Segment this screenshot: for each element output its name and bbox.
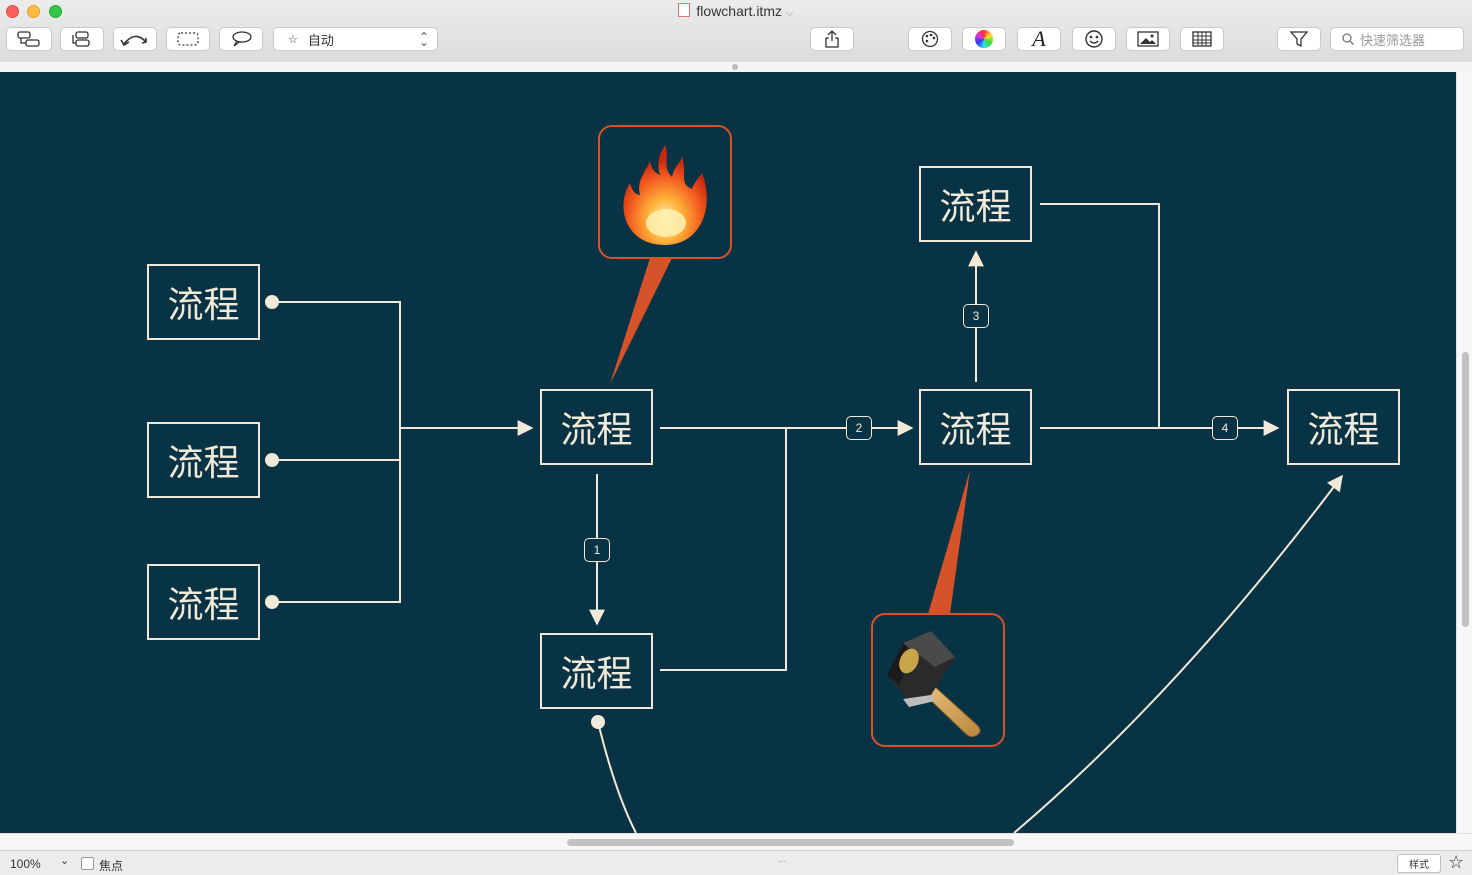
add-sibling-topic-button[interactable] — [60, 27, 104, 51]
mindmap-canvas[interactable]: 流程 流程 流程 流程 流程 流程 流程 流程 1 2 3 4 — [0, 72, 1456, 833]
callout-tail-hammer — [928, 470, 970, 614]
status-center-text: ... — [778, 854, 787, 865]
connector-curve-bottom — [597, 721, 637, 833]
updown-chevron-icon: ⌃⌄ — [418, 30, 429, 49]
add-child-topic-button[interactable] — [6, 27, 52, 51]
process-node-far-right[interactable]: 流程 — [1287, 389, 1400, 465]
filter-funnel-icon — [1289, 31, 1309, 48]
share-icon — [825, 30, 839, 48]
quick-filter-search[interactable]: 快速筛选器 — [1330, 27, 1464, 51]
resize-handle[interactable] — [732, 64, 738, 70]
theme-button[interactable] — [908, 27, 952, 51]
share-button[interactable] — [810, 27, 854, 51]
connection-label-3[interactable]: 3 — [963, 304, 989, 328]
connector-dot — [591, 715, 605, 729]
star-icon[interactable]: ☆ — [1448, 852, 1465, 872]
boundary-button[interactable] — [166, 27, 210, 51]
callout-tail-fire — [610, 258, 672, 384]
process-node-right-top[interactable]: 流程 — [919, 166, 1032, 242]
zoom-chevron-icon[interactable]: ⌄ — [60, 855, 70, 867]
minimize-button[interactable] — [27, 5, 40, 18]
font-a-icon: A — [1032, 26, 1046, 51]
connector-left-bracket — [272, 301, 401, 603]
search-icon — [1342, 33, 1354, 45]
close-button[interactable] — [6, 5, 19, 18]
boundary-icon — [177, 32, 199, 46]
connector-dot — [265, 595, 279, 609]
focus-checkbox[interactable] — [81, 857, 94, 870]
color-wheel-icon — [975, 30, 993, 48]
callout-button[interactable] — [219, 27, 263, 51]
layout-dropdown[interactable]: ☆ 自动 ⌃⌄ — [273, 27, 438, 51]
connection-label-1[interactable]: 1 — [584, 538, 610, 562]
fire-icon — [623, 145, 707, 245]
connection-label-2[interactable]: 2 — [846, 416, 872, 440]
image-button[interactable] — [1126, 27, 1170, 51]
connector-bottom-up — [660, 428, 787, 671]
add-sibling-topic-icon — [72, 31, 90, 47]
filter-button[interactable] — [1277, 27, 1321, 51]
smiley-icon — [1085, 30, 1103, 48]
horizontal-scrollbar[interactable] — [0, 833, 1472, 851]
status-bar: 100% ⌄ 焦点 ... 样式 ☆ — [0, 850, 1472, 875]
connector-dot — [265, 295, 279, 309]
relationship-arrow-icon — [120, 35, 147, 47]
connection-label-4[interactable]: 4 — [1212, 416, 1238, 440]
zoom-level[interactable]: 100% — [10, 857, 41, 871]
process-node-center[interactable]: 流程 — [540, 389, 653, 465]
add-child-topic-icon — [17, 31, 40, 47]
window-title: flowchart.itmz⌵ — [0, 3, 1472, 19]
table-button[interactable] — [1180, 27, 1224, 51]
relationship-button[interactable] — [113, 27, 157, 51]
process-node-right[interactable]: 流程 — [919, 389, 1032, 465]
palette-icon — [921, 30, 939, 48]
hammer-icon — [887, 631, 981, 738]
fonts-button[interactable]: A — [1017, 26, 1061, 51]
canvas-top-strip — [0, 62, 1472, 72]
vertical-scroll-thumb[interactable] — [1462, 352, 1469, 627]
fire-callout[interactable] — [598, 125, 732, 259]
colors-button[interactable] — [962, 27, 1006, 51]
process-node-left-bottom[interactable]: 流程 — [147, 564, 260, 640]
focus-label: 焦点 — [99, 859, 124, 873]
process-node-left-top[interactable]: 流程 — [147, 264, 260, 340]
image-icon — [1137, 31, 1159, 47]
hammer-callout[interactable] — [871, 613, 1005, 747]
process-node-center-bottom[interactable]: 流程 — [540, 633, 653, 709]
connector-curve-right — [1013, 474, 1343, 833]
connection-lines — [265, 203, 1343, 833]
window-titlebar: flowchart.itmz⌵ ☆ 自动 ⌃⌄ A 快速筛选器 — [0, 0, 1472, 63]
connector-dot — [265, 453, 279, 467]
style-button[interactable]: 样式 — [1397, 854, 1441, 873]
chevron-down-icon[interactable]: ⌵ — [785, 8, 794, 19]
vertical-scrollbar[interactable] — [1456, 72, 1472, 833]
connector-top-down — [1040, 203, 1160, 428]
star-icon: ☆ — [288, 33, 298, 46]
search-placeholder: 快速筛选器 — [1360, 32, 1426, 48]
stickers-button[interactable] — [1072, 27, 1116, 51]
document-icon — [678, 3, 691, 17]
process-node-left-middle[interactable]: 流程 — [147, 422, 260, 498]
callout-bubble-icon — [232, 31, 252, 47]
table-icon — [1192, 31, 1212, 47]
horizontal-scroll-thumb[interactable] — [567, 839, 1014, 846]
window-title-text: flowchart.itmz — [696, 3, 782, 19]
layout-dropdown-label: 自动 — [307, 32, 334, 48]
zoom-button[interactable] — [49, 5, 62, 18]
